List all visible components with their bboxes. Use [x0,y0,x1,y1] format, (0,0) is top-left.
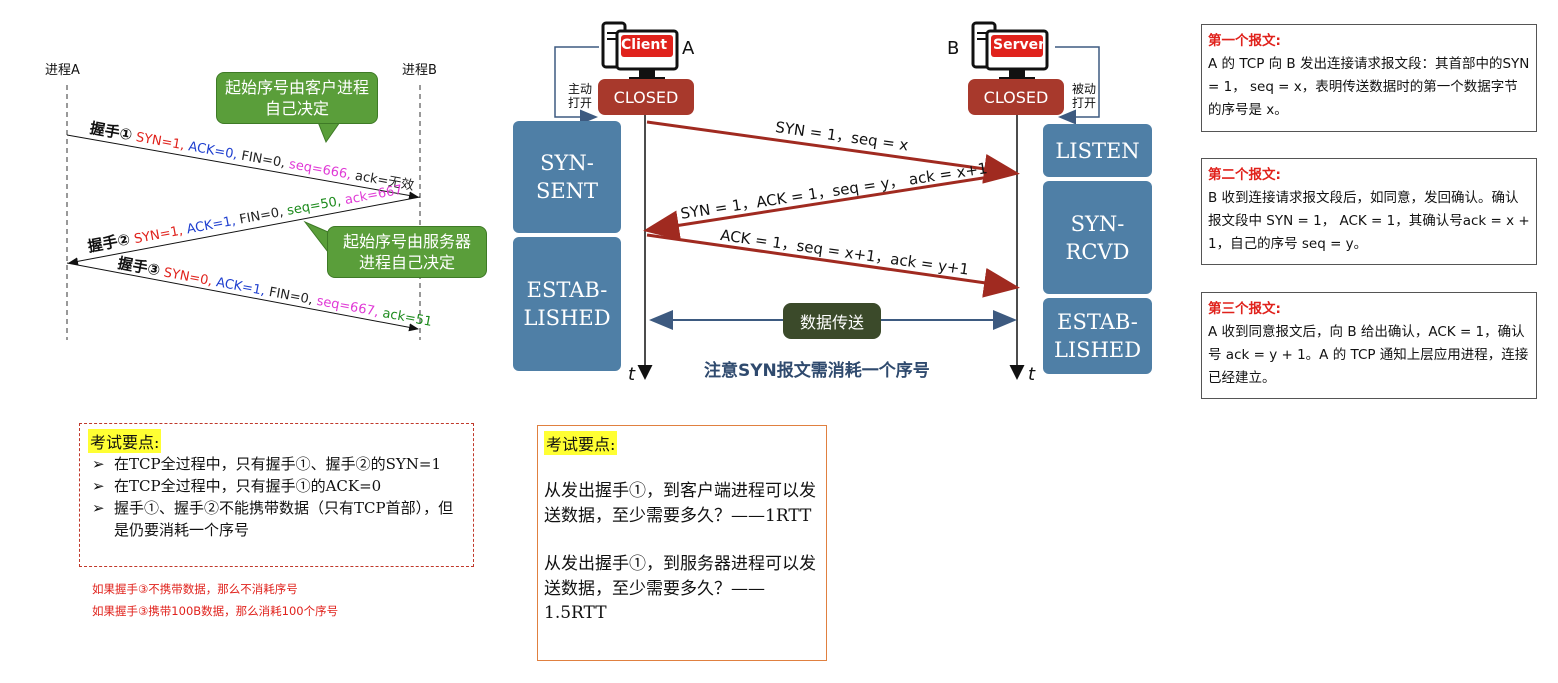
bubble-server-isn: 起始序号由服务器进程自己决定 [327,226,487,278]
handshake-1-arrow [66,134,419,200]
arrow-bullet-icon: ➢ [92,455,105,473]
info-body-2: B 收到连接请求报文段后，如同意，发回确认。确认报文段中 SYN = 1， AC… [1208,190,1530,252]
arrow-bullet-icon: ➢ [92,477,105,495]
msg2-arrow [643,171,1016,241]
passive-open-label: 被动打开 [1071,82,1096,110]
passive-open-bracket [1055,46,1100,125]
client-computer-icon [601,21,679,81]
process-b-label: 进程B [402,63,437,78]
active-open-label: 主动打开 [567,82,592,110]
exam-right-q2: 从发出握手①，到服务器进程可以发送数据，至少需要多久？——1.5RTT [544,554,816,623]
server-state-syn-rcvd: SYN-RCVD [1043,181,1152,294]
bubble-client-isn: 起始序号由客户进程自己决定 [216,72,378,124]
middle-diagram-lines [554,21,1100,380]
bubble-client-pointer [317,121,341,144]
syn-note: 注意SYN报文需消耗一个序号 [704,361,930,381]
info-body-1: A 的 TCP 向 B 发出连接请求报文段：其首部中的SYN = 1， seq … [1208,56,1530,118]
bubble-server-pointer [303,220,329,254]
info-box-first-message: 第一个报文: A 的 TCP 向 B 发出连接请求报文段：其首部中的SYN = … [1201,24,1537,132]
exam-points-rtt: 考试要点: 从发出握手①，到客户端进程可以发送数据，至少需要多久？——1RTT … [537,425,827,661]
msg3-arrow [646,233,1020,298]
info-box-second-message: 第二个报文: B 收到连接请求报文段后，如同意，发回确认。确认报文段中 SYN … [1201,158,1537,265]
server-label: Server [993,37,1046,53]
info-box-third-message: 第三个报文: A 收到同意报文后，向 B 给出确认，ACK = 1，确认号 ac… [1201,292,1537,399]
exam-left-bullet-2: ➢ 在TCP全过程中，只有握手①的ACK=0 [88,475,465,497]
server-state-listen: LISTEN [1043,124,1152,177]
host-b-label: B [947,38,960,59]
host-a-label: A [682,38,695,59]
info-title-1: 第一个报文: [1208,33,1281,49]
active-open-bracket [554,46,599,125]
client-time-label: t [628,364,636,385]
exam-left-bullet-1-text: 在TCP全过程中，只有握手①、握手②的SYN=1 [114,455,441,473]
exam-right-q1: 从发出握手①，到客户端进程可以发送数据，至少需要多久？——1RTT [544,481,816,526]
msg1-arrow [646,120,1020,184]
info-title-2: 第二个报文: [1208,167,1281,183]
client-state-syn-sent: SYN-SENT [513,121,621,233]
server-state-established: ESTAB-LISHED [1043,298,1152,374]
handshake-2-arrow [68,196,421,266]
info-title-3: 第三个报文: [1208,301,1281,317]
arrow-bullet-icon: ➢ [92,499,105,517]
handshake-3-arrow [66,262,419,332]
exam-left-title: 考试要点: [88,429,162,453]
exam-left-bullet-3-text: 握手①、握手②不能携带数据（只有TCP首部），但是仍要消耗一个序号 [114,499,454,539]
exam-left-bullet-2-text: 在TCP全过程中，只有握手①的ACK=0 [114,477,382,495]
server-computer-icon [971,21,1049,81]
client-label: Client [621,37,668,53]
data-transfer-badge: 数据传送 [783,303,881,339]
server-time-label: t [1028,364,1036,385]
server-closed-state: CLOSED [968,79,1064,115]
client-state-established: ESTAB-LISHED [513,237,621,371]
exam-left-bullet-1: ➢ 在TCP全过程中，只有握手①、握手②的SYN=1 [88,453,465,475]
left-diagram-lines [66,85,421,340]
exam-left-bullet-3: ➢ 握手①、握手②不能携带数据（只有TCP首部），但是仍要消耗一个序号 [88,497,465,541]
process-a-label: 进程A [45,63,80,78]
info-body-3: A 收到同意报文后，向 B 给出确认，ACK = 1，确认号 ack = y +… [1208,324,1529,386]
exam-left-note-2: 如果握手③携带100B数据，那么消耗100个序号 [92,604,339,618]
exam-points-left: 考试要点: ➢ 在TCP全过程中，只有握手①、握手②的SYN=1 ➢ 在TCP全过程… [79,423,474,567]
exam-left-note-1: 如果握手③不携带数据，那么不消耗序号 [92,582,298,596]
exam-right-title: 考试要点: [544,431,618,455]
client-closed-state: CLOSED [598,79,694,115]
